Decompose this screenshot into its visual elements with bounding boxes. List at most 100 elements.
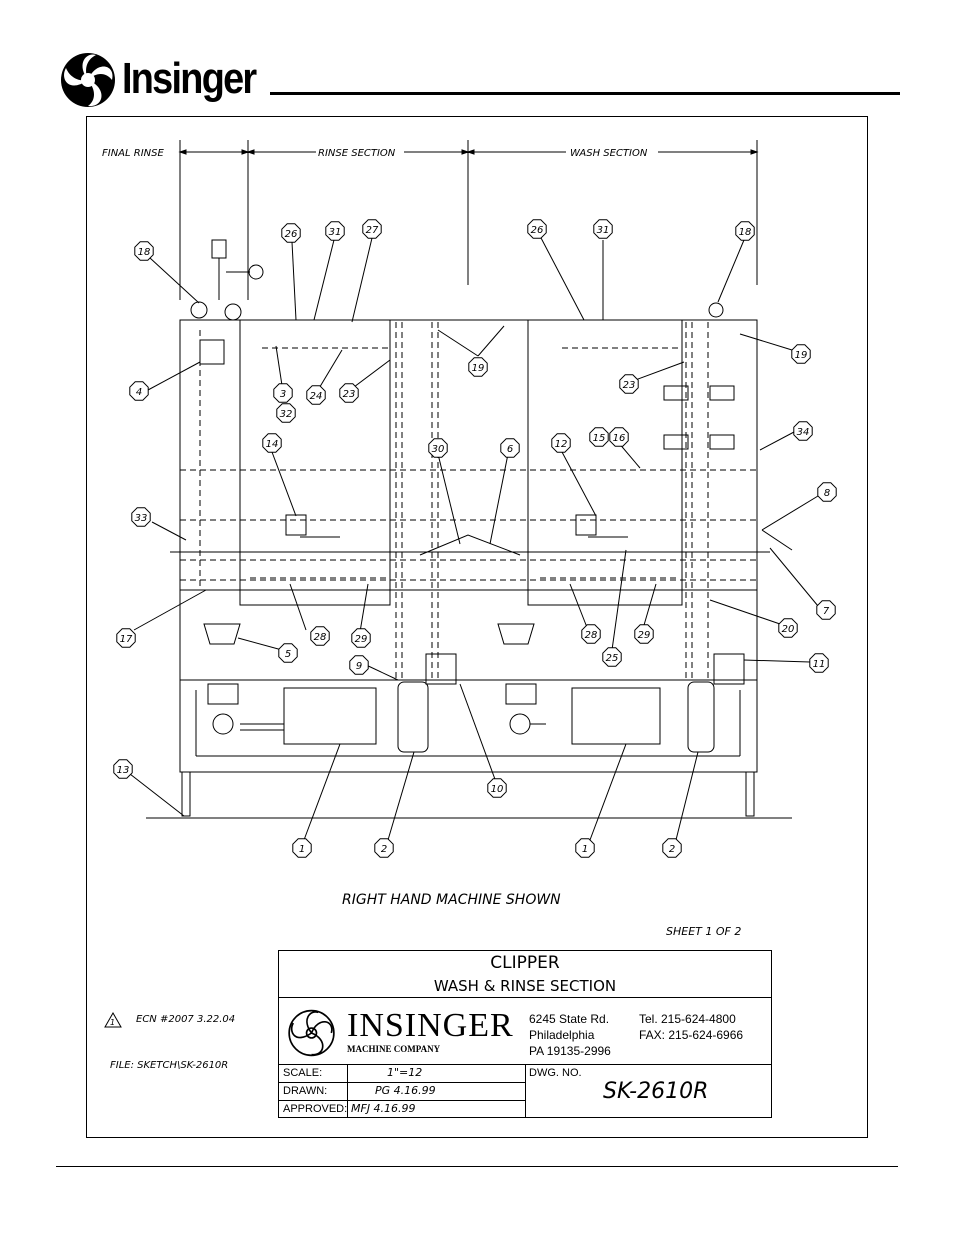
callout-shape (428, 438, 448, 458)
address-line-1: 6245 State Rd. (529, 1012, 610, 1026)
callout-shape (116, 628, 136, 648)
callout-balloon: 1 (575, 838, 595, 858)
callout-balloon: 28 (581, 624, 601, 644)
callout-number: 10 (491, 784, 504, 795)
callout-shape (113, 759, 133, 779)
callout-shape (809, 653, 829, 673)
company-subtitle: MACHINE COMPANY (347, 1044, 441, 1054)
callout-number: 18 (138, 247, 151, 258)
callout-balloon: 14 (262, 433, 282, 453)
callout-balloon: 32 (276, 403, 296, 423)
callout-balloon: 13 (113, 759, 133, 779)
callout-shape (500, 438, 520, 458)
callout-balloon: 11 (809, 653, 829, 673)
callout-shape (609, 427, 629, 447)
file-note: FILE: SKETCH\SK-2610R (110, 1060, 229, 1071)
callout-shape (662, 838, 682, 858)
drawing-frame (86, 116, 868, 1138)
callout-shape (134, 241, 154, 261)
callout-shape (129, 381, 149, 401)
callout-balloon: 4 (129, 381, 149, 401)
callout-balloon: 28 (310, 626, 330, 646)
callout-shape (778, 618, 798, 638)
callout-balloon: 16 (609, 427, 629, 447)
callout-number: 19 (472, 363, 485, 374)
callout-shape (487, 778, 507, 798)
callout-balloon: 24 (306, 385, 326, 405)
callout-balloon: 30 (428, 438, 448, 458)
callout-number: 34 (797, 427, 810, 438)
callout-balloon: 7 (816, 600, 836, 620)
callout-shape (131, 507, 151, 527)
callout-balloon: 2 (662, 838, 682, 858)
title-line-1: CLIPPER (490, 953, 560, 973)
callout-shape (351, 628, 371, 648)
scale-label: SCALE: (283, 1067, 323, 1079)
company-swirl-icon (285, 1005, 343, 1066)
callout-number: 28 (314, 632, 327, 643)
callout-shape (306, 385, 326, 405)
header-rule (270, 92, 900, 95)
approved-value: MFJ 4.16.99 (351, 1102, 416, 1115)
callout-balloon: 19 (791, 344, 811, 364)
final-rinse-label: FINAL RINSE (102, 148, 164, 159)
callout-number: 8 (824, 488, 830, 499)
callout-balloon: 23 (619, 374, 639, 394)
callout-shape (619, 374, 639, 394)
callout-number: 30 (432, 444, 445, 455)
brand-logo (56, 50, 286, 110)
machine-body (146, 239, 792, 819)
callout-number: 14 (266, 439, 279, 450)
callout-balloon: 26 (281, 223, 301, 243)
wash-section-label: WASH SECTION (570, 148, 648, 159)
callout-shape (262, 433, 282, 453)
callout-number: 15 (593, 433, 606, 444)
callout-balloon: 25 (602, 647, 622, 667)
callout-shape (817, 482, 837, 502)
callout-balloon: 29 (634, 624, 654, 644)
callout-balloon: 20 (778, 618, 798, 638)
callout-shape (325, 221, 345, 241)
company-contact: Tel. 215-624-4800 FAX: 215-624-6966 (639, 1011, 743, 1043)
callout-number: 26 (285, 229, 298, 240)
sheet-number: SHEET 1 OF 2 (666, 925, 742, 938)
callout-number: 12 (555, 439, 568, 450)
drawing-number-label: DWG. NO. (529, 1067, 582, 1079)
callout-balloon: 29 (351, 628, 371, 648)
callout-shape (278, 643, 298, 663)
svg-text:1: 1 (110, 1018, 115, 1027)
callout-number: 17 (120, 634, 133, 645)
company-address: 6245 State Rd. Philadelphia PA 19135-299… (529, 1011, 611, 1059)
rinse-section-label: RINSE SECTION (318, 148, 396, 159)
callout-balloon: 5 (278, 643, 298, 663)
callout-balloon: 33 (131, 507, 151, 527)
callout-balloon: 18 (735, 221, 755, 241)
drawn-value: PG 4.16.99 (375, 1084, 436, 1097)
callout-balloon: 17 (116, 628, 136, 648)
callout-number: 29 (355, 634, 368, 645)
ecn-note: ECN #2007 3.22.04 (136, 1014, 236, 1025)
callout-balloon: 2 (374, 838, 394, 858)
scale-value: 1"=12 (387, 1066, 423, 1079)
telephone: Tel. 215-624-4800 (639, 1012, 736, 1026)
callout-number: 16 (613, 433, 626, 444)
callout-number: 2 (669, 844, 675, 855)
callout-number: 23 (623, 380, 636, 391)
callout-balloon: 18 (134, 241, 154, 261)
callout-number: 20 (782, 624, 795, 635)
callout-shape (793, 421, 813, 441)
callout-balloon: 3 (273, 383, 293, 403)
callout-shape (575, 838, 595, 858)
callout-shape (816, 600, 836, 620)
callout-balloon: 8 (817, 482, 837, 502)
callout-balloon: 9 (349, 655, 369, 675)
callout-number: 4 (136, 387, 142, 398)
callout-balloon: 26 (527, 219, 547, 239)
callout-shape (362, 219, 382, 239)
drawing-number: SK-2610R (603, 1079, 709, 1104)
footer-rule (56, 1166, 898, 1167)
callout-shape (589, 427, 609, 447)
callout-number: 26 (531, 225, 544, 236)
callout-number: 1 (299, 844, 305, 855)
